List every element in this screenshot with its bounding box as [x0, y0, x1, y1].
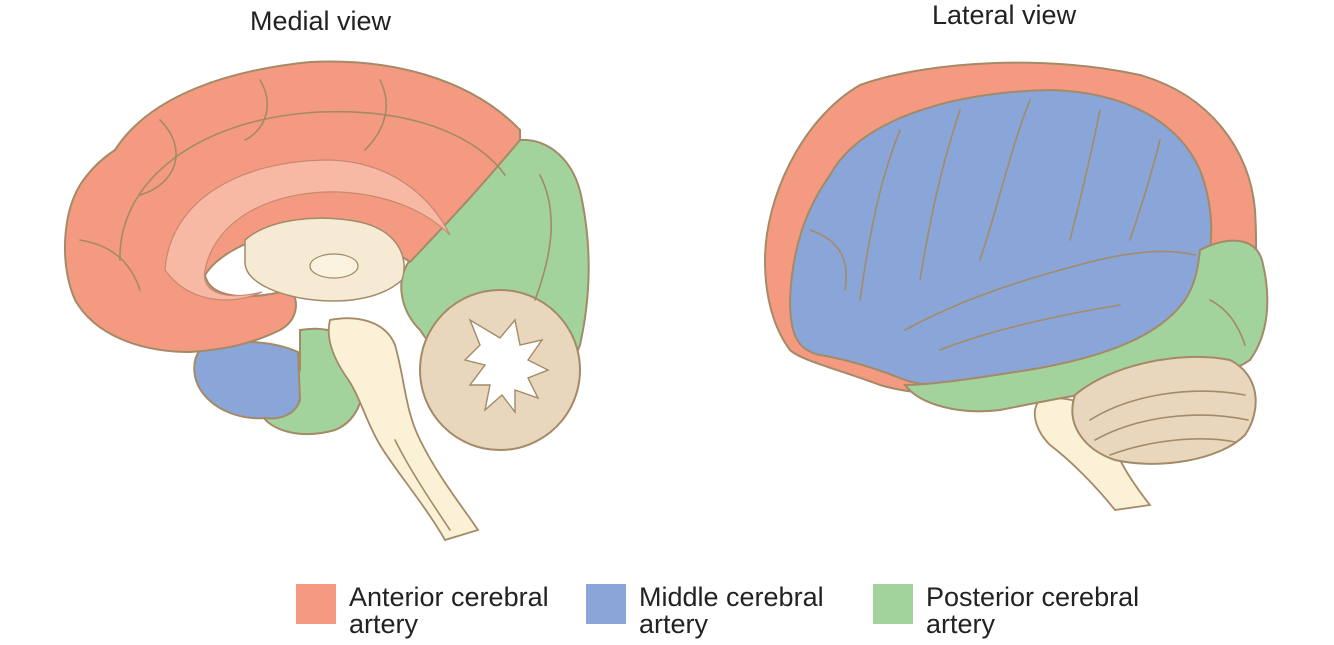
- medial-view-title: Medial view: [250, 6, 392, 36]
- lateral-central-sulcus: [979, 99, 1031, 261]
- legend-item-posterior: Posterior cerebral artery: [873, 584, 1156, 638]
- legend-swatch-middle: [586, 584, 626, 624]
- medial-sulcus-4: [534, 174, 552, 301]
- lateral-cerebellum: [1071, 355, 1257, 465]
- medial-arbor-vitae: [463, 318, 550, 415]
- lateral-cerebellum-folia-3: [1109, 438, 1236, 456]
- legend-item-middle: Middle cerebral artery: [586, 584, 869, 638]
- medial-middle-region: [193, 340, 302, 420]
- lateral-view-title: Lateral view: [932, 0, 1077, 30]
- legend-item-anterior: Anterior cerebral artery: [296, 584, 579, 638]
- legend-label-anterior: Anterior cerebral artery: [349, 582, 549, 639]
- legend-swatch-anterior: [296, 584, 336, 624]
- medial-corpus-callosum: [164, 159, 451, 301]
- medial-sulcus-5: [79, 239, 141, 291]
- lateral-cerebellum-folia-1: [1089, 390, 1246, 421]
- medial-brainstem-line: [394, 439, 451, 531]
- lateral-sulcus-6: [809, 229, 847, 291]
- lateral-sulcus-7: [1209, 299, 1246, 346]
- medial-sulcus-1: [139, 119, 177, 196]
- legend-label-posterior: Posterior cerebral artery: [926, 582, 1140, 639]
- legend-swatch-posterior: [873, 584, 913, 624]
- lateral-sylvian-fissure: [904, 250, 1196, 331]
- lateral-sulcus-2: [919, 109, 961, 281]
- medial-sulcus-3: [364, 79, 388, 151]
- lateral-cerebellum-folia-2: [1094, 414, 1249, 441]
- medial-brainstem: [327, 317, 480, 542]
- lateral-sulcus-1: [859, 129, 901, 301]
- lateral-sulcus-4: [1129, 139, 1161, 241]
- medial-thalamus-inner: [309, 253, 359, 279]
- legend-label-middle: Middle cerebral artery: [639, 582, 824, 639]
- lateral-sulcus-3: [1069, 109, 1101, 241]
- medial-cingulate-sulcus: [119, 110, 506, 261]
- medial-sulcus-2: [244, 79, 269, 141]
- lateral-sulcus-5: [939, 304, 1121, 351]
